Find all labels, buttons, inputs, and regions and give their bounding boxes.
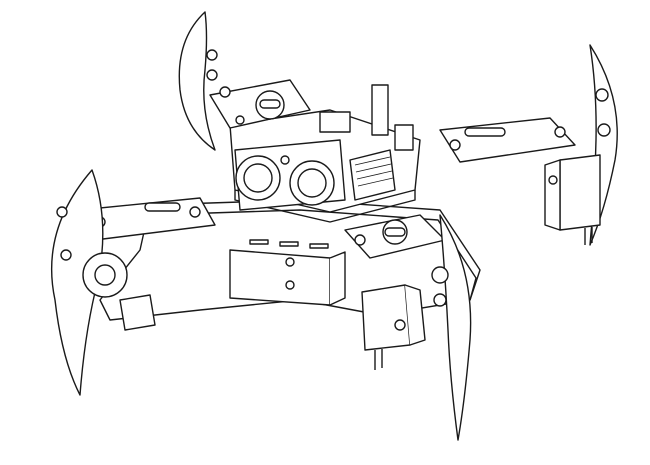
leg-front-left [52,170,215,395]
ultrasonic-sensor [235,140,345,210]
leg-back-right [440,45,617,245]
leg-front-right [345,215,471,440]
center-servo [230,250,345,305]
servo-right [545,155,600,245]
servo-front [362,285,425,370]
leg-back-left [179,12,310,150]
